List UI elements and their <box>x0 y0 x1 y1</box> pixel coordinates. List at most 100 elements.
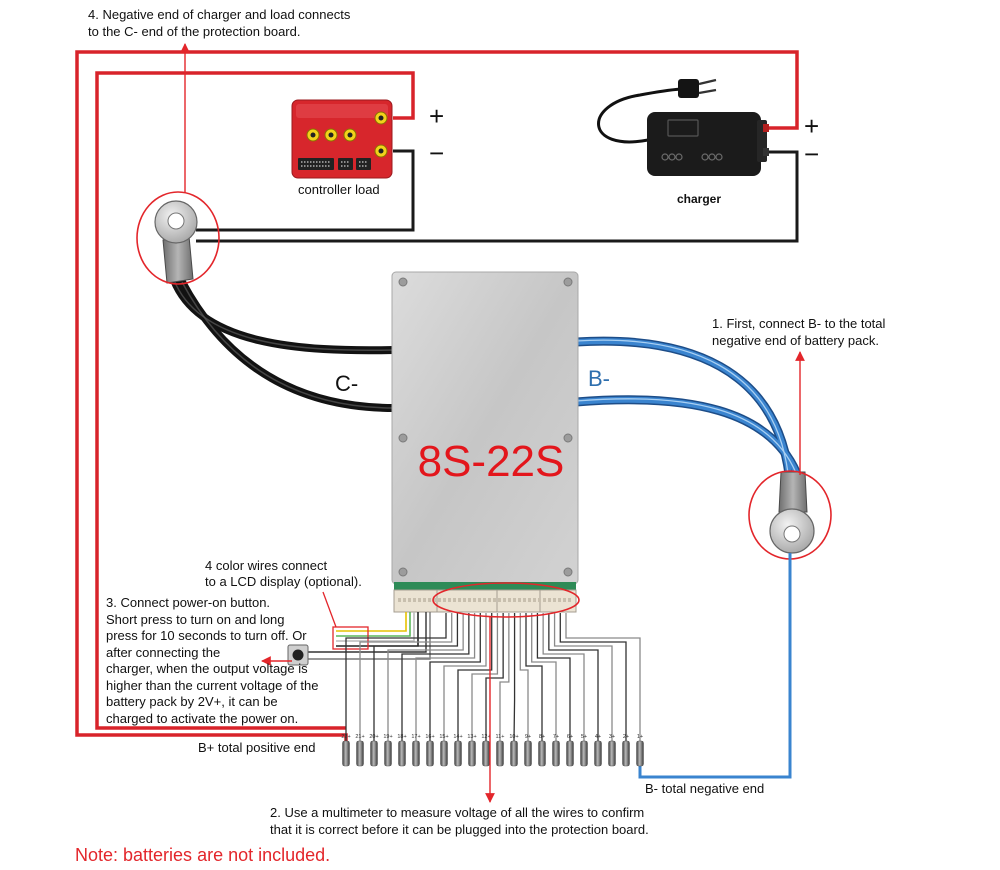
controller-plus-sign: + <box>429 101 444 131</box>
battery-terminal-connector <box>482 740 490 767</box>
c-minus-cable-1-highlight <box>173 279 395 352</box>
battery-terminal-connector <box>454 740 462 767</box>
b-minus-return-wire <box>638 553 792 779</box>
charger-minus-sign: − <box>804 139 819 169</box>
battery-terminal-label: 5+ <box>581 734 587 740</box>
power-button-cap <box>292 649 304 661</box>
power-button-wire-1 <box>308 612 427 653</box>
battery-terminal-label: 16+ <box>425 734 434 740</box>
balance-wire <box>531 613 557 741</box>
balance-wire <box>499 613 510 741</box>
balance-wire <box>565 613 641 741</box>
b-minus-ring-barrel <box>778 471 808 513</box>
battery-terminal-connector <box>468 740 476 767</box>
b-plus-end-label: B+ total positive end <box>198 740 315 755</box>
step3-text-line-3: press for 10 seconds to turn off. Or <box>106 628 307 643</box>
charger-display <box>667 119 699 137</box>
balance-wire <box>559 613 627 741</box>
battery-terminal-label: 7+ <box>553 734 559 740</box>
board-screw <box>563 277 573 287</box>
battery-terminal-connector <box>636 740 644 767</box>
battery-terminal-label: 15+ <box>439 734 448 740</box>
step3-text-line-7: battery pack by 2V+, it can be <box>106 694 278 709</box>
charger-output-positive <box>763 124 769 132</box>
controller-terminal-v-core <box>328 132 334 138</box>
controller-connector-1 <box>298 158 334 170</box>
b-minus-label: B- <box>588 366 610 391</box>
battery-terminal-connector <box>580 740 588 767</box>
board-pcb-strip <box>394 582 576 590</box>
battery-terminal-connector <box>622 740 630 767</box>
charger-power-cord <box>597 87 682 144</box>
battery-terminal-connector <box>594 740 602 767</box>
battery-terminal-label: 18+ <box>397 734 406 740</box>
b-minus-cable-1-highlight <box>575 339 789 474</box>
balance-wire <box>471 613 499 741</box>
battery-terminals: 22+21+20+19+18+17+16+15+14+13+12+11+10+9… <box>341 734 644 767</box>
balance-wire <box>345 613 447 741</box>
step3-text-line-2: Short press to turn on and long <box>106 612 285 627</box>
battery-terminal-label: 19+ <box>383 734 392 740</box>
step1-text-line-1: 1. First, connect B- to the total <box>712 316 886 331</box>
battery-terminal-label: 12+ <box>481 734 490 740</box>
lcd-text-line-2: to a LCD display (optional). <box>205 574 362 589</box>
balance-wire <box>443 613 487 741</box>
step3-text-line-4: after connecting the <box>106 645 220 660</box>
lcd-text-line-1: 4 color wires connect <box>205 558 327 573</box>
balance-wire <box>536 613 571 741</box>
charger-negative-wire <box>196 150 799 243</box>
balance-wire <box>485 613 504 741</box>
battery-terminal-label: 17+ <box>411 734 420 740</box>
battery-terminal-connector <box>566 740 574 767</box>
battery-terminal-label: 20+ <box>369 734 378 740</box>
battery-terminal-connector <box>552 740 560 767</box>
board-screw <box>398 277 408 287</box>
charger-output-negative <box>763 148 769 156</box>
step2-text-line-1: 2. Use a multimeter to measure voltage o… <box>270 805 644 820</box>
c-minus-ring-hole <box>167 212 185 230</box>
controller-negative-wire <box>196 149 415 232</box>
board-screw <box>563 433 573 443</box>
battery-terminal-connector <box>370 740 378 767</box>
balance-wire <box>519 613 529 741</box>
board-housing <box>391 271 579 585</box>
balance-wire <box>373 613 459 741</box>
battery-terminal-label: 21+ <box>355 734 364 740</box>
balance-wire <box>542 613 585 741</box>
battery-terminal-connector <box>412 740 420 767</box>
battery-terminal-connector <box>538 740 546 767</box>
balance-wire <box>387 613 464 741</box>
battery-terminal-label: 4+ <box>595 734 601 740</box>
board-model-label: 8S-22S <box>418 437 565 486</box>
lcd-wire-white <box>336 612 415 642</box>
controller-top-band <box>296 104 388 118</box>
step3-text-line-1: 3. Connect power-on button. <box>106 595 270 610</box>
controller-terminal-w-core <box>347 132 353 138</box>
note-text: Note: batteries are not included. <box>75 845 330 865</box>
battery-terminal-connector <box>342 740 350 767</box>
battery-terminal-connector <box>510 740 518 767</box>
board-screw <box>398 567 408 577</box>
board-connector-highlight-ellipse <box>432 582 580 618</box>
controller-load <box>291 99 393 179</box>
lcd-wires <box>336 612 419 647</box>
board-screw <box>563 567 573 577</box>
balance-wire-harness <box>345 613 641 742</box>
c-minus-highlight-ellipse <box>136 191 220 285</box>
battery-terminal-label: 9+ <box>525 734 531 740</box>
battery-terminal-connector <box>608 740 616 767</box>
step2-text-line-2: that it is correct before it can be plug… <box>270 822 649 837</box>
controller-connector-3 <box>356 158 371 170</box>
battery-terminal-label: 1+ <box>637 734 643 740</box>
charger-body <box>647 112 761 176</box>
controller-terminal-negative-core <box>378 148 384 154</box>
battery-terminal-connector <box>440 740 448 767</box>
battery-terminal-label: 6+ <box>567 734 573 740</box>
lcd-pointer-line <box>322 591 337 628</box>
controller-connector-pins <box>301 161 368 167</box>
controller-connector-2 <box>338 158 353 170</box>
battery-terminal-connector <box>356 740 364 767</box>
battery-terminal-label: 14+ <box>453 734 462 740</box>
balance-wire <box>553 613 613 741</box>
